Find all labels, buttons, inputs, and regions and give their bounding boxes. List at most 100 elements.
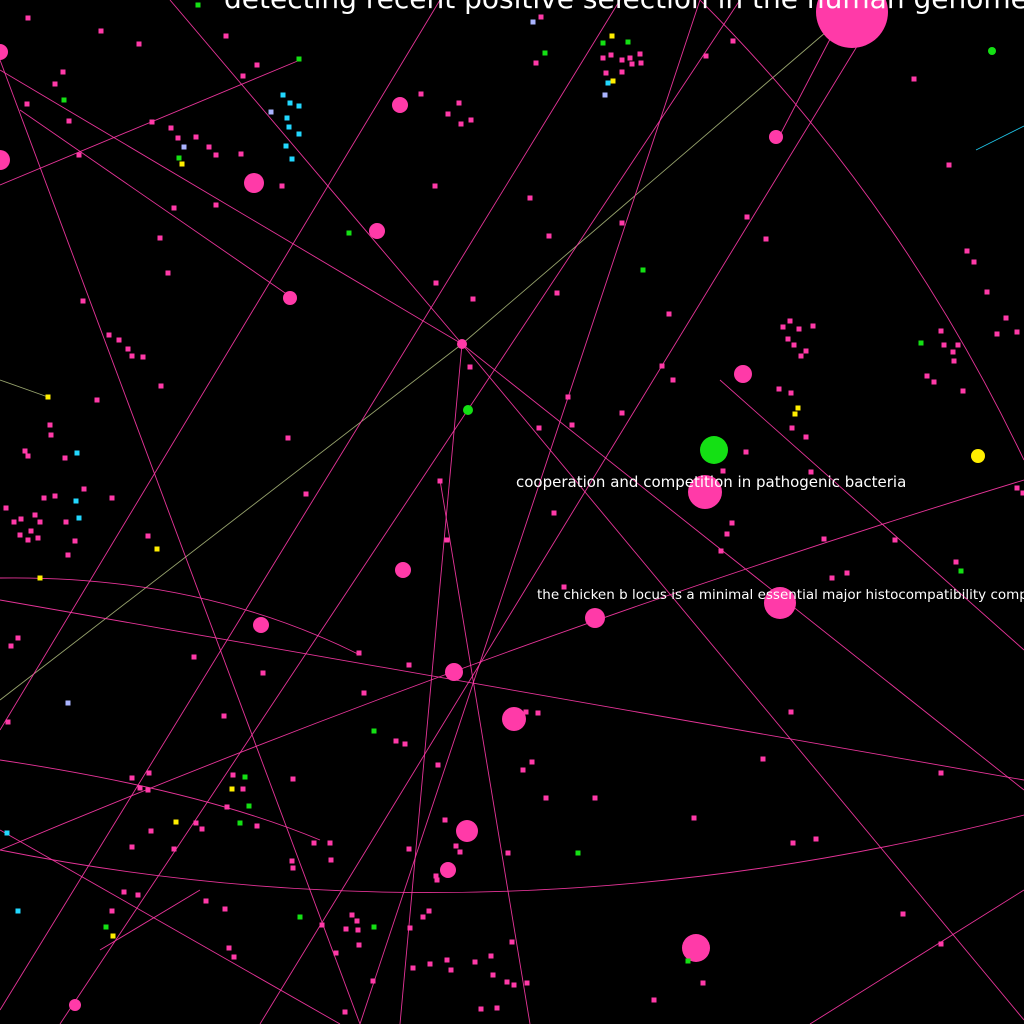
graph-node-small[interactable]	[776, 386, 782, 392]
graph-node-small[interactable]	[603, 70, 609, 76]
graph-node-small[interactable]	[565, 394, 571, 400]
graph-node-small[interactable]	[52, 81, 58, 87]
graph-node-small[interactable]	[457, 849, 463, 855]
graph-node-small[interactable]	[434, 877, 440, 883]
graph-node-small[interactable]	[98, 28, 104, 34]
graph-node-small[interactable]	[157, 235, 163, 241]
graph-node-small[interactable]	[168, 125, 174, 131]
graph-node-small[interactable]	[407, 925, 413, 931]
graph-node-small[interactable]	[610, 78, 616, 84]
graph-node-small[interactable]	[453, 843, 459, 849]
graph-node-small[interactable]	[410, 965, 416, 971]
graph-node-small[interactable]	[268, 109, 274, 115]
graph-node-small[interactable]	[406, 662, 412, 668]
graph-node-small[interactable]	[785, 336, 791, 342]
graph-node-small[interactable]	[789, 425, 795, 431]
graph-node-small[interactable]	[354, 918, 360, 924]
graph-node-small[interactable]	[393, 738, 399, 744]
graph-node[interactable]	[764, 587, 796, 619]
graph-node-small[interactable]	[504, 979, 510, 985]
graph-node-small[interactable]	[787, 318, 793, 324]
graph-node-small[interactable]	[319, 922, 325, 928]
graph-node-small[interactable]	[371, 728, 377, 734]
graph-node-small[interactable]	[226, 945, 232, 951]
graph-node-small[interactable]	[792, 411, 798, 417]
graph-node-small[interactable]	[1014, 329, 1020, 335]
graph-node-small[interactable]	[951, 358, 957, 364]
graph-node[interactable]	[369, 223, 385, 239]
graph-node-small[interactable]	[76, 515, 82, 521]
graph-node-small[interactable]	[788, 709, 794, 715]
graph-node-small[interactable]	[960, 388, 966, 394]
graph-node-small[interactable]	[795, 405, 801, 411]
graph-node-small[interactable]	[238, 151, 244, 157]
graph-node-small[interactable]	[237, 820, 243, 826]
graph-node[interactable]	[971, 449, 985, 463]
graph-node-small[interactable]	[760, 756, 766, 762]
graph-node[interactable]	[0, 44, 8, 60]
graph-node-small[interactable]	[470, 296, 476, 302]
graph-node-small[interactable]	[437, 478, 443, 484]
graph-node-small[interactable]	[432, 183, 438, 189]
graph-node-small[interactable]	[125, 346, 131, 352]
graph-node-small[interactable]	[284, 115, 290, 121]
graph-node-small[interactable]	[638, 60, 644, 66]
graph-node-small[interactable]	[149, 119, 155, 125]
graph-node-small[interactable]	[171, 846, 177, 852]
graph-node-small[interactable]	[24, 101, 30, 107]
graph-node[interactable]	[734, 365, 752, 383]
graph-node-small[interactable]	[433, 873, 439, 879]
graph-node-small[interactable]	[946, 162, 952, 168]
graph-node-small[interactable]	[342, 1009, 348, 1015]
graph-node-small[interactable]	[110, 933, 116, 939]
graph-node-small[interactable]	[803, 348, 809, 354]
graph-node-small[interactable]	[551, 510, 557, 516]
graph-node-small[interactable]	[222, 906, 228, 912]
graph-node[interactable]	[440, 862, 456, 878]
graph-node-small[interactable]	[213, 202, 219, 208]
graph-node-small[interactable]	[327, 840, 333, 846]
graph-node-small[interactable]	[1020, 490, 1024, 496]
graph-node-small[interactable]	[844, 570, 850, 576]
graph-node-small[interactable]	[718, 548, 724, 554]
graph-node-small[interactable]	[911, 76, 917, 82]
graph-node-small[interactable]	[229, 786, 235, 792]
graph-node-small[interactable]	[148, 828, 154, 834]
graph-node-small[interactable]	[791, 342, 797, 348]
graph-node-small[interactable]	[81, 486, 87, 492]
graph-node-small[interactable]	[509, 939, 515, 945]
graph-node-small[interactable]	[289, 858, 295, 864]
graph-node-small[interactable]	[135, 892, 141, 898]
graph-node-small[interactable]	[52, 493, 58, 499]
graph-node-small[interactable]	[543, 795, 549, 801]
graph-node-small[interactable]	[608, 52, 614, 58]
graph-node[interactable]	[463, 405, 473, 415]
graph-node-small[interactable]	[356, 650, 362, 656]
graph-node-small[interactable]	[938, 941, 944, 947]
graph-node-small[interactable]	[25, 15, 31, 21]
graph-node-small[interactable]	[333, 950, 339, 956]
graph-node-small[interactable]	[165, 270, 171, 276]
graph-node[interactable]	[457, 339, 467, 349]
graph-node[interactable]	[585, 608, 605, 628]
graph-node-small[interactable]	[193, 820, 199, 826]
graph-node-small[interactable]	[808, 469, 814, 475]
graph-node-small[interactable]	[529, 759, 535, 765]
graph-node-small[interactable]	[154, 546, 160, 552]
graph-node-small[interactable]	[8, 643, 14, 649]
graph-node-small[interactable]	[231, 954, 237, 960]
graph-node-small[interactable]	[575, 850, 581, 856]
graph-node-small[interactable]	[627, 55, 633, 61]
graph-node-small[interactable]	[280, 92, 286, 98]
graph-node-small[interactable]	[129, 353, 135, 359]
graph-node-small[interactable]	[223, 33, 229, 39]
graph-node-small[interactable]	[137, 785, 143, 791]
graph-node-small[interactable]	[435, 762, 441, 768]
graph-node-small[interactable]	[80, 298, 86, 304]
graph-node-small[interactable]	[619, 57, 625, 63]
graph-node-small[interactable]	[296, 56, 302, 62]
graph-node-small[interactable]	[670, 377, 676, 383]
graph-node-small[interactable]	[533, 60, 539, 66]
graph-node[interactable]	[244, 173, 264, 193]
graph-node-small[interactable]	[490, 972, 496, 978]
